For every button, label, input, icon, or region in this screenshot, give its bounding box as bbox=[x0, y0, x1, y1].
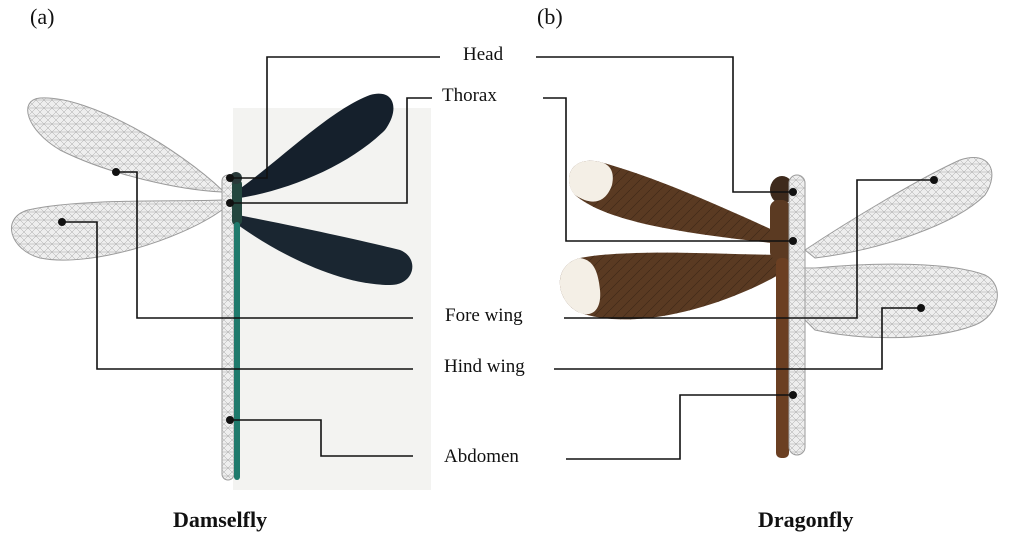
panel-label-a: (a) bbox=[30, 4, 54, 30]
dot-head-right bbox=[789, 188, 797, 196]
label-head: Head bbox=[463, 44, 503, 66]
dot-thorax-left bbox=[226, 199, 234, 207]
dot-fore-wing-right bbox=[930, 176, 938, 184]
label-abdomen: Abdomen bbox=[444, 446, 519, 468]
dot-abdomen-right bbox=[789, 391, 797, 399]
dot-abdomen-left bbox=[226, 416, 234, 424]
dragonfly-body-mesh-texture bbox=[789, 175, 805, 455]
label-fore-wing: Fore wing bbox=[445, 305, 523, 327]
dot-hind-wing-left bbox=[58, 218, 66, 226]
damselfly-fore-wing-mesh-texture bbox=[28, 98, 222, 192]
dragonfly-photo-thorax bbox=[770, 200, 790, 260]
panel-label-b: (b) bbox=[537, 4, 563, 30]
leader-line-abdomen-right bbox=[566, 395, 793, 459]
dot-hind-wing-right bbox=[917, 304, 925, 312]
dragonfly-illustration bbox=[560, 158, 997, 458]
damselfly-illustration bbox=[11, 94, 431, 490]
dragonfly-photo-abdomen bbox=[776, 258, 789, 458]
damselfly-photo-abdomen bbox=[234, 222, 240, 480]
dragonfly-hind-wing-mesh-texture bbox=[805, 264, 997, 338]
caption-damselfly: Damselfly bbox=[173, 507, 267, 533]
damselfly-hind-wing-mesh-texture bbox=[11, 200, 222, 260]
label-thorax: Thorax bbox=[442, 85, 497, 107]
dragonfly-fore-wing-mesh-texture bbox=[805, 158, 992, 258]
dot-thorax-right bbox=[789, 237, 797, 245]
dot-fore-wing-left bbox=[112, 168, 120, 176]
label-hind-wing: Hind wing bbox=[444, 356, 525, 378]
dot-head-left bbox=[226, 174, 234, 182]
caption-dragonfly: Dragonfly bbox=[758, 507, 853, 533]
